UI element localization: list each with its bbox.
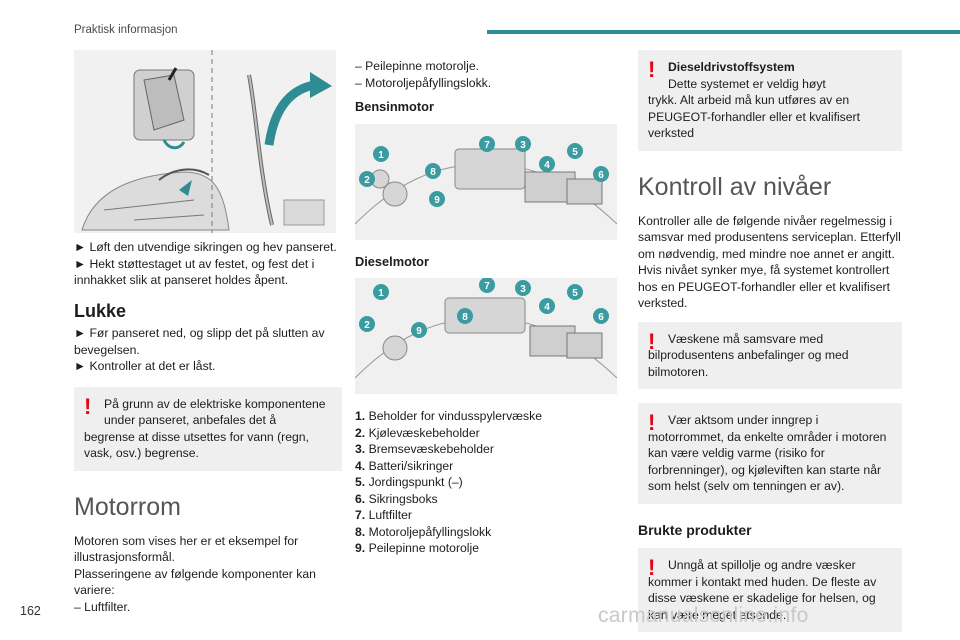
kontroll-text: Kontroller alle de følgende nivåer regel… xyxy=(638,213,901,311)
legend-item: 4. Batteri/sikringer xyxy=(355,458,454,473)
callout-9: 9 xyxy=(434,195,440,206)
warning-electric-components: ! På grunn av de elektriske komponentene… xyxy=(74,386,342,471)
warning-icon: ! xyxy=(648,555,656,580)
header-accent-bar xyxy=(487,30,960,34)
step-open-1: ► Løft den utvendige sikringen og hev pa… xyxy=(74,240,337,254)
legend-item: 3. Bremsevæskebeholder xyxy=(355,442,494,456)
warning-used-products: ! Unngå at spillolje og andre væsker kom… xyxy=(638,548,902,632)
callout-5: 5 xyxy=(572,147,578,158)
warning-electric-first-line: På grunn av de elektriske komponentene u… xyxy=(104,396,326,428)
callout-5: 5 xyxy=(572,288,578,299)
column-1: ► Løft den utvendige sikringen og hev pa… xyxy=(74,50,342,615)
warning-used-first-line: Unngå at spillolje og andre væsker xyxy=(668,558,856,572)
column-2: – Peilepinne motorolje. – Motoroljepåfyl… xyxy=(355,50,623,557)
section-title-lukke: Lukke xyxy=(74,300,127,321)
running-header: Praktisk informasjon xyxy=(74,24,178,36)
callout-3: 3 xyxy=(520,140,526,151)
callout-6: 6 xyxy=(598,312,604,323)
section-title-motorrom: Motorrom xyxy=(74,492,181,521)
legend-item: 6. Sikringsboks xyxy=(355,491,438,506)
legend-item: 8. Motoroljepåfyllingslokk xyxy=(355,524,492,539)
warning-icon: ! xyxy=(648,328,656,354)
warning-diesel-text: trykk. Alt arbeid må kun utføres av en P… xyxy=(648,93,861,140)
column-3: ! Dieseldrivstoffsystem Dette systemet e… xyxy=(638,50,902,632)
warning-icon: ! xyxy=(84,393,92,419)
warning-diesel-system: ! Dieseldrivstoffsystem Dette systemet e… xyxy=(638,50,902,151)
watermark: carmanualsonline.info xyxy=(598,604,809,627)
page-number: 162 xyxy=(20,604,41,618)
callout-7: 7 xyxy=(484,140,490,151)
hood-opening-illustration xyxy=(74,50,336,233)
motorrom-text-1: Motoren som vises her er et eksempel for… xyxy=(74,533,299,565)
engine-legend: 1. Beholder for vindusspylervæske 2. Kjø… xyxy=(355,408,623,557)
warning-electric-text: begrense at disse utsettes for vann (reg… xyxy=(84,429,309,461)
callout-1: 1 xyxy=(378,150,384,161)
legend-item: 1. Beholder for vindusspylervæske xyxy=(355,409,542,423)
warning-fluids-first-line: Væskene må samsvare med xyxy=(668,331,824,346)
callout-3: 3 xyxy=(520,284,526,295)
callout-7: 7 xyxy=(484,281,490,292)
callout-4: 4 xyxy=(544,160,550,171)
callout-9: 9 xyxy=(416,326,422,337)
warning-diesel-first-line: Dette systemet er veldig høyt xyxy=(668,76,826,91)
subtitle-dieselmotor: Dieselmotor xyxy=(355,253,429,269)
warning-icon: ! xyxy=(648,57,656,82)
motorrom-text-2: Plasseringene av følgende komponenter ka… xyxy=(74,566,316,598)
callout-1: 1 xyxy=(378,288,384,299)
petrol-engine-diagram: 1 2 3 4 5 6 7 8 9 xyxy=(355,123,617,240)
subtitle-brukte-produkter: Brukte produkter xyxy=(638,521,752,538)
callout-2: 2 xyxy=(364,320,370,331)
warning-hot-text: motorrommet, da enkelte områder i motore… xyxy=(648,429,887,494)
step-close-2: ► Kontroller at det er låst. xyxy=(74,359,216,373)
step-close-1: ► Før panseret ned, og slipp det på slut… xyxy=(74,326,325,357)
warning-hot-engine: ! Vær aktsom under inngrep i motorrommet… xyxy=(638,403,902,504)
motorrom-text-3: – Luftfilter. xyxy=(74,599,131,614)
subtitle-bensinmotor: Bensinmotor xyxy=(355,99,434,114)
warning-fluids: ! Væskene må samsvare med bilprodusenten… xyxy=(638,321,902,389)
callout-2: 2 xyxy=(364,175,370,186)
callout-8: 8 xyxy=(462,312,468,323)
legend-item: 9. Peilepinne motorolje xyxy=(355,541,479,555)
warning-used-text: kommer i kontakt med huden. De fleste av… xyxy=(648,574,877,622)
warning-diesel-title: Dieseldrivstoffsystem xyxy=(668,60,795,74)
legend-item: 7. Luftfilter xyxy=(355,508,412,522)
warning-fluids-text: bilprodusentens anbefalinger og med bilm… xyxy=(648,348,849,379)
list-oil-cap: – Motoroljepåfyllingslokk. xyxy=(355,75,492,90)
callout-6: 6 xyxy=(598,170,604,181)
legend-item: 5. Jordingspunkt (–) xyxy=(355,475,463,489)
callout-4: 4 xyxy=(544,302,550,313)
section-title-kontroll: Kontroll av nivåer xyxy=(638,172,832,201)
warning-icon: ! xyxy=(648,410,656,435)
list-dipstick: – Peilepinne motorolje. xyxy=(355,59,479,73)
callout-8: 8 xyxy=(430,167,436,178)
warning-hot-first-line: Vær aktsom under inngrep i xyxy=(668,413,819,427)
diesel-engine-diagram: 1 2 3 4 5 6 7 8 9 xyxy=(355,278,617,394)
step-open-2: ► Hekt støttestaget ut av festet, og fes… xyxy=(74,256,315,288)
legend-item: 2. Kjølevæskebeholder xyxy=(355,425,480,440)
